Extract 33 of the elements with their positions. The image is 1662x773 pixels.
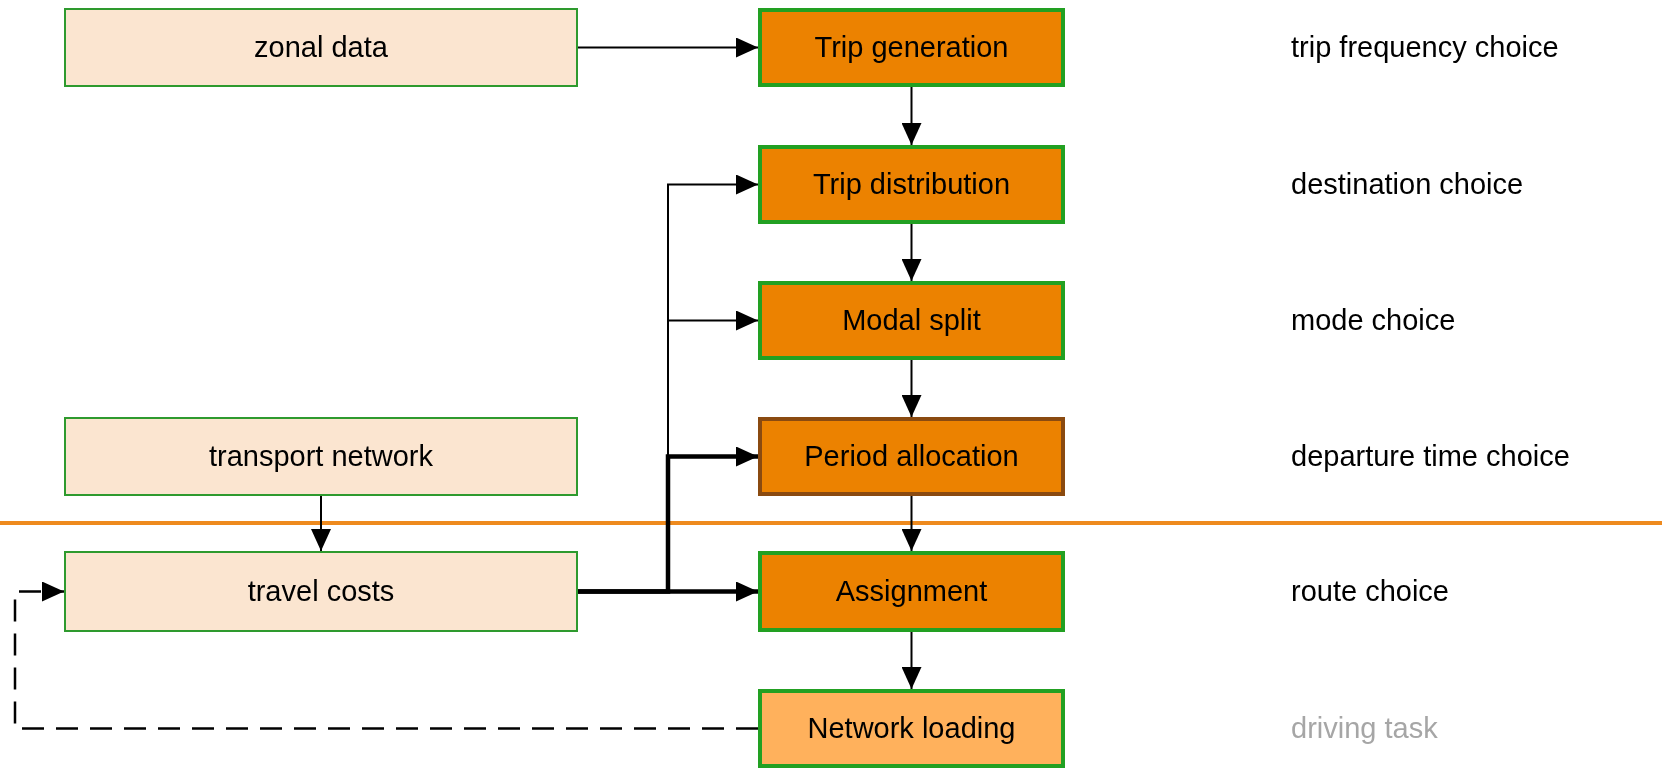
box-label: Trip distribution <box>812 168 1011 201</box>
arrow <box>901 631 922 690</box>
arrow <box>901 359 922 418</box>
process-box <box>758 8 1065 87</box>
arrow <box>901 495 922 552</box>
input-box <box>64 8 578 87</box>
process-box <box>758 145 1065 224</box>
process-box <box>758 689 1065 768</box>
arrow <box>577 37 759 58</box>
choice-label: driving task <box>1291 711 1438 745</box>
arrow <box>901 223 922 282</box>
box-label: transport network <box>208 440 433 473</box>
choice-label: departure time choice <box>1291 439 1570 473</box>
input-box <box>64 417 578 496</box>
box-label: zonal data <box>254 31 388 64</box>
process-box <box>758 551 1065 632</box>
arrow <box>311 495 331 552</box>
choice-label: destination choice <box>1291 167 1524 201</box>
box-label: Period allocation <box>804 440 1019 473</box>
process-box <box>758 281 1065 360</box>
arrow <box>901 86 922 146</box>
choice-label: route choice <box>1291 574 1449 608</box>
box-label: Assignment <box>835 575 988 608</box>
process-box <box>758 417 1065 496</box>
arrow <box>13 581 758 730</box>
box-label: Trip generation <box>814 31 1009 64</box>
box-label: travel costs <box>247 575 395 608</box>
arrow <box>578 446 758 594</box>
box-label: Network loading <box>807 712 1016 745</box>
choice-label: mode choice <box>1291 303 1456 337</box>
box-label: Modal split <box>842 304 981 337</box>
input-box <box>64 551 578 632</box>
choice-label: trip frequency choice <box>1291 30 1559 64</box>
